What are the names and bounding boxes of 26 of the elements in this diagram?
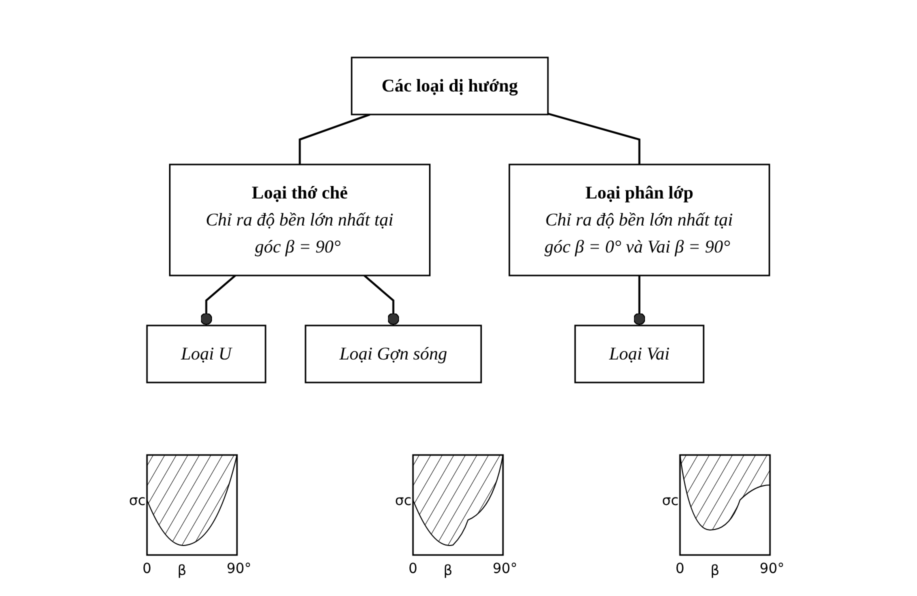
connector <box>200 274 236 326</box>
stress-chart-drawing: σc 0 β 90° <box>116 440 267 580</box>
label: 0 <box>142 561 152 577</box>
label: 90° <box>226 561 252 577</box>
label: 90° <box>493 561 518 577</box>
connector <box>634 276 646 326</box>
node-box: Loại Gợn sóng <box>305 324 482 384</box>
label: β <box>444 563 453 579</box>
label: 90° <box>760 561 785 577</box>
label: 0 <box>409 561 418 577</box>
label: σc <box>395 493 412 509</box>
label: 0 <box>676 561 685 577</box>
label: β <box>177 563 186 579</box>
label: σc <box>128 493 146 509</box>
node-box: Loại thớ chẻ Chỉ ra độ bền lớn nhất tại góc β = 90° <box>169 164 431 276</box>
node-box: Loại phân lớp Chỉ ra độ bền lớn nhất tại góc β = 0° và Vai β = 90° <box>508 164 770 276</box>
stress-chart-drawing: σc 0 β 90° <box>383 440 534 580</box>
node-box: Loại Vai <box>574 324 705 384</box>
connector <box>299 114 371 164</box>
node-box: Loại U <box>146 324 267 384</box>
node-box: Các loại dị hướng <box>351 56 549 116</box>
label: σc <box>662 493 679 509</box>
label: β <box>710 563 720 579</box>
connector <box>548 112 641 164</box>
stress-chart-drawing: σc 0 β 90° <box>650 440 800 580</box>
connector <box>364 274 400 326</box>
